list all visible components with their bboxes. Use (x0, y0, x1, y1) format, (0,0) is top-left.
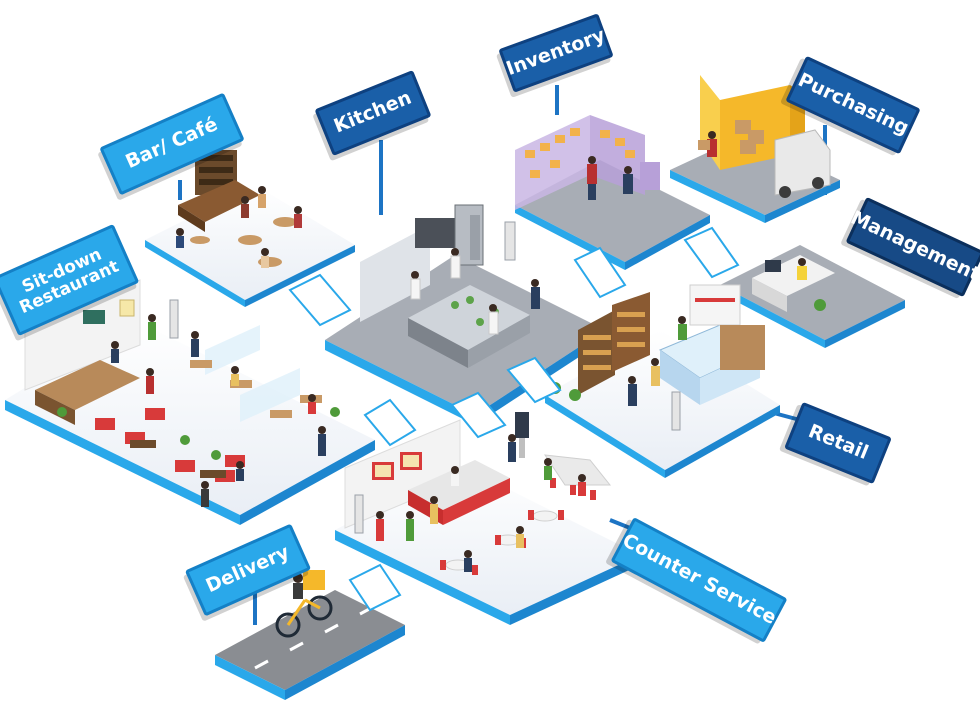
delivery-cyclist (275, 570, 333, 638)
retail-platform (545, 284, 780, 478)
management-platform (720, 245, 905, 348)
sign-retail-label: Retail (805, 420, 872, 464)
counter-service-platform (335, 412, 640, 625)
inventory-platform (515, 115, 710, 270)
bar-patrons (176, 186, 302, 268)
diners (111, 314, 326, 507)
counter-customers (376, 434, 586, 572)
delivery-road (215, 570, 405, 700)
bar-cafe-platform (145, 150, 355, 307)
chefs (410, 248, 540, 335)
sit-down-restaurant-platform (5, 279, 375, 525)
walkway-connectors (288, 226, 740, 612)
